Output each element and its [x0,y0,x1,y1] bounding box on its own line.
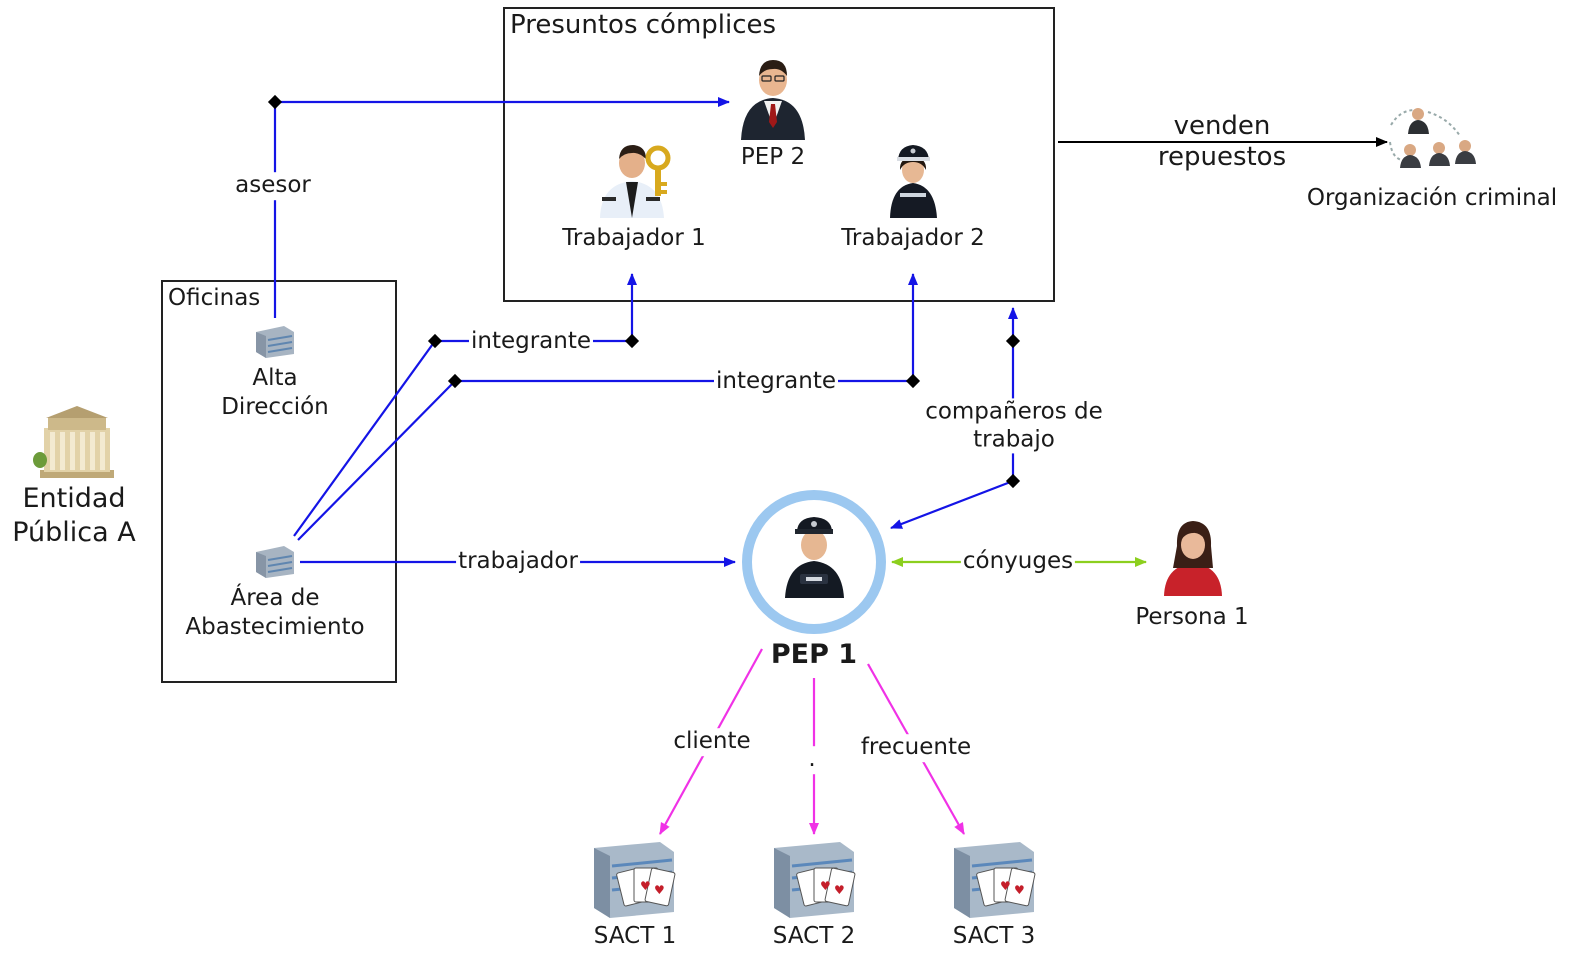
node-label-entidad: Entidad Pública A [12,483,136,548]
edge-companeros-junction-b [1005,473,1021,489]
complices-group-title: Presuntos cómplices [510,10,777,40]
svg-text:♥: ♥ [640,879,651,893]
edge-companeros-down [890,479,1014,530]
node-label-pep2: PEP 2 [740,144,806,170]
svg-text:♥: ♥ [1014,883,1025,897]
edge-label-trabajador: trabajador [456,548,580,576]
edge-integrante-1 [293,273,637,537]
edge-label-frecuente: frecuente [858,734,974,762]
office-building-icon [256,546,294,578]
svg-text:♥: ♥ [654,883,665,897]
node-label-organizacion: Organización criminal [1306,185,1558,211]
svg-text:♥: ♥ [1000,879,1011,893]
edge-label-companeros: compañeros de trabajo [923,398,1105,454]
edge-label-integrante-1: integrante [468,328,594,356]
police-officer-icon [785,517,844,598]
person-woman-icon [1164,521,1222,596]
svg-text:♥: ♥ [820,879,831,893]
playing-cards-icon: ♥ ♥ [796,867,856,907]
government-building-icon [33,406,114,478]
edge-label-conyuges: cónyuges [960,548,1076,576]
edge-label-venden: venden repuestos [1157,110,1287,172]
complices-group-box [503,7,1055,302]
guard-key-icon [600,145,671,218]
businessman-icon [741,60,805,140]
node-label-persona1: Persona 1 [1135,604,1249,630]
police-officer-icon [890,145,937,218]
playing-cards-icon: ♥ ♥ [616,867,676,907]
edge-integrante-2 [297,273,918,541]
criminal-group-icon [1389,108,1476,168]
node-label-sact3: SACT 3 [952,923,1036,949]
edge-integrante-2-junction-a [447,373,463,389]
edge-label-cliente: cliente [671,728,753,756]
oficinas-group-box [161,280,397,683]
svg-text:♥: ♥ [834,883,845,897]
edge-asesor-junction [267,94,283,110]
edge-integrante-1-junction-b [624,333,640,349]
office-building-icon [256,326,294,358]
playing-cards-icon: ♥ ♥ [976,867,1036,907]
node-label-trabajador2: Trabajador 2 [841,225,985,251]
edge-label-dot: . [806,746,818,774]
node-label-sact1: SACT 1 [593,923,677,949]
oficinas-group-title: Oficinas [168,285,261,311]
node-label-area: Área de Abastecimiento [185,585,365,640]
node-label-pep1: PEP 1 [770,639,858,670]
edge-label-asesor: asesor [233,172,313,200]
edge-integrante-1-junction-a [427,333,443,349]
edge-integrante-2-junction-b [905,373,921,389]
node-label-alta-direccion: Alta Dirección [221,365,329,420]
edge-label-integrante-2: integrante [713,368,839,396]
node-label-trabajador1: Trabajador 1 [562,225,706,251]
edge-companeros-junction-a [1005,333,1021,349]
node-label-sact2: SACT 2 [772,923,856,949]
